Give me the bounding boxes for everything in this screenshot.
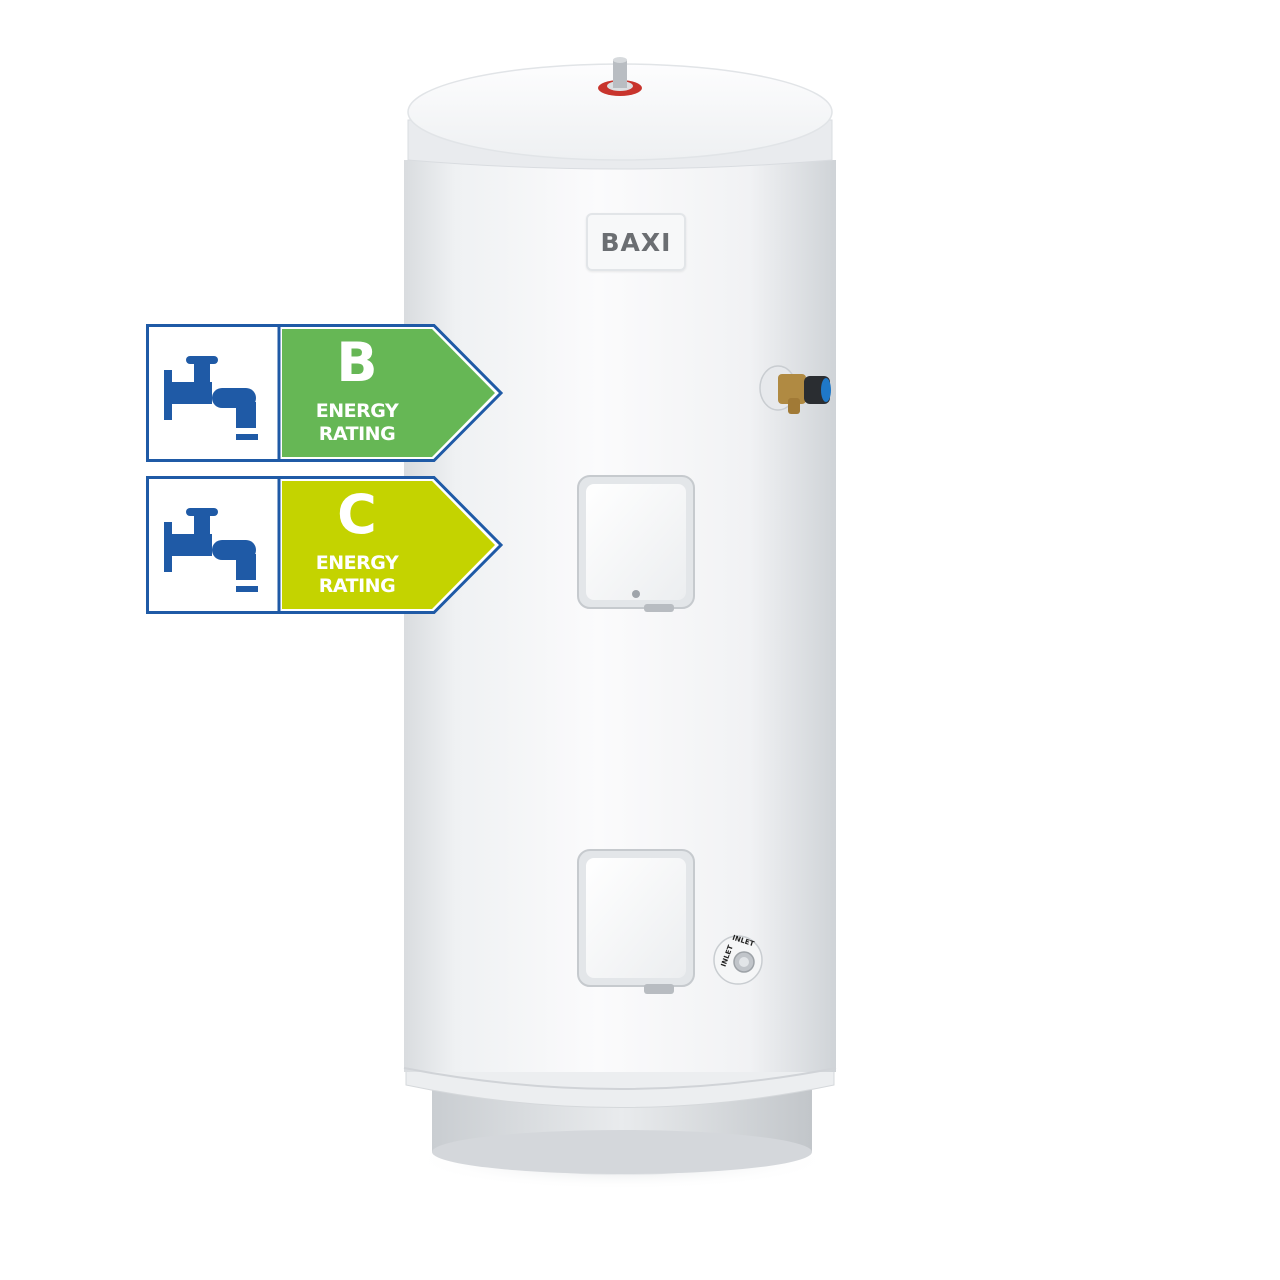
- cylinder-bottom-rim: [405, 1061, 835, 1108]
- energy-label-text-line1: ENERGY: [315, 552, 399, 574]
- brand-logo-plate: BAXI: [586, 213, 686, 271]
- energy-label-c: C ENERGY RATING: [146, 476, 506, 614]
- lower-element-cover: [577, 849, 695, 994]
- pressure-valve: [759, 365, 831, 414]
- energy-label-b: B ENERGY RATING: [146, 324, 506, 462]
- energy-grade-letter: C: [337, 483, 377, 546]
- upper-element-cover: [577, 475, 695, 612]
- energy-label-text-line2: RATING: [318, 423, 396, 445]
- brand-logo: BAXI: [600, 227, 672, 257]
- energy-grade-letter: B: [336, 331, 378, 394]
- inlet-fitting: [713, 935, 763, 985]
- tap-icon: [164, 508, 258, 592]
- energy-label-text-line2: RATING: [318, 575, 396, 597]
- energy-label-text-line1: ENERGY: [315, 400, 399, 422]
- outlet-pipe: [613, 60, 627, 88]
- tap-icon: [164, 356, 258, 440]
